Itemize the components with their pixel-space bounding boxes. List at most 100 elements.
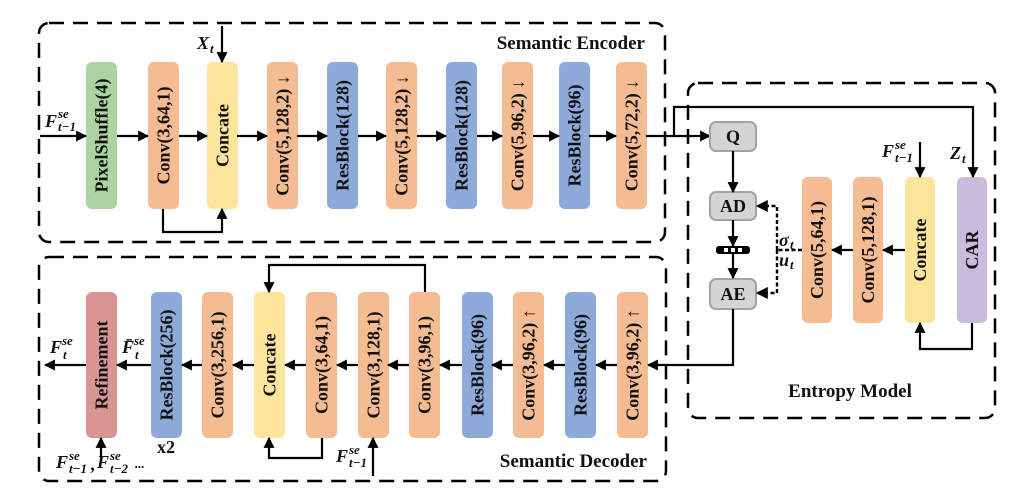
entropy-connections	[646, 142, 974, 371]
encoder-resblock-block: ResBlock(128)	[327, 62, 358, 209]
car-block-shape	[957, 177, 987, 323]
encoder-input-label: F se t−1	[44, 105, 76, 134]
encoder-conv-block: Conv(3,64,1)	[148, 62, 179, 209]
conv-block-shape	[616, 62, 647, 209]
semantic-encoder-title: Semantic Encoder	[497, 33, 646, 54]
semantic-encoder-group	[37, 21, 667, 244]
concat-block-shape	[905, 177, 935, 323]
decoder-conv-block: Conv(3,96,1)	[409, 292, 440, 438]
refinement-block-shape	[86, 292, 117, 438]
decoder-resblock-block: ResBlock(96)	[462, 292, 493, 438]
decoder-connections	[43, 263, 617, 476]
arithmetic-decoder-op: AD	[709, 191, 757, 221]
conv-block-shape	[306, 292, 337, 438]
encoder-conv-block: Conv(5,128,2) ↓	[267, 62, 298, 209]
encoder-skip-connection	[161, 207, 228, 234]
block-label: ResBlock(96)	[468, 314, 489, 416]
quantizer-label: Q	[726, 127, 740, 147]
conv-block-shape	[358, 292, 389, 438]
decoder-skip-top	[263, 263, 427, 294]
quantizer-op: Q	[709, 121, 757, 152]
block-label: CAR	[962, 230, 982, 270]
block-label: ResBlock(96)	[571, 314, 592, 416]
sigma-label: σ t	[779, 230, 794, 252]
resblock-block-shape	[327, 62, 358, 209]
conv-block-shape	[148, 62, 179, 209]
entropy-model-title: Entropy Model	[788, 381, 912, 402]
car-to-concat-arrow	[914, 321, 974, 351]
block-label: Conv(3,128,1)	[364, 311, 385, 418]
decoder-conv-block: Conv(3,96,2) ↑	[617, 292, 648, 438]
semantic-decoder-title: Semantic Decoder	[500, 451, 648, 472]
decoder-concat-block: Concate	[254, 292, 285, 438]
entropy-model-car-block: CAR	[957, 177, 987, 323]
block-label: Concate	[260, 333, 280, 396]
block-label: Conv(5,128,2) ↓	[392, 75, 413, 196]
entropy-model-concat-block: Concate	[905, 177, 935, 323]
refinement-inputs-label: F se t−1 , F se t−2 ...	[55, 447, 145, 477]
block-label: Conv(5,96,2) ↓	[508, 80, 529, 192]
block-label: Conv(5,64,1)	[807, 201, 828, 299]
z-label: Z t	[949, 143, 966, 166]
x-input-label: X t	[196, 33, 214, 56]
decoder-conv-block: Conv(3,64,1)	[306, 292, 337, 438]
decoder-conv-block: Conv(3,256,1)	[202, 292, 233, 438]
bitstream-icon	[716, 246, 750, 254]
concat-block-shape	[207, 62, 238, 209]
decoder-output-label: F se t	[49, 332, 77, 362]
conv-block-shape	[267, 62, 298, 209]
conv-block-shape	[513, 292, 544, 438]
conv-block-shape	[853, 177, 883, 323]
conv-block-shape	[617, 292, 648, 438]
block-label: Concate	[213, 104, 233, 167]
entropy-prev-feature-label: F se t−1	[881, 136, 913, 165]
resblock-block-shape	[151, 292, 182, 438]
block-label: Conv(3,64,1)	[154, 86, 175, 184]
encoder-concat-block: Concate	[207, 62, 238, 209]
latent-to-car-arrow	[672, 105, 979, 179]
params-to-ad-arrow	[755, 200, 779, 250]
encoder-pixelshuffle-block: PixelShuffle(4)	[86, 62, 117, 209]
arithmetic-encoder-op: AE	[709, 278, 757, 310]
block-label: Conv(5,128,1)	[858, 196, 879, 303]
encoder-resblock-block: ResBlock(96)	[559, 62, 590, 209]
encoder-conv-block: Conv(5,96,2) ↓	[502, 62, 533, 209]
entropy-model-conv-block: Conv(5,64,1)	[802, 177, 832, 323]
resblock-block-shape	[462, 292, 493, 438]
block-label: ResBlock(96)	[565, 85, 586, 187]
params-to-ae-arrow	[755, 250, 779, 299]
block-label: ResBlock(128)	[452, 80, 473, 191]
block-label: Conv(3,64,1)	[312, 316, 333, 414]
decoder-conv-block: Conv(3,96,2) ↑	[513, 292, 544, 438]
block-label: Conv(3,96,2) ↑	[519, 309, 540, 421]
entropy-to-decoder-arrow	[646, 309, 735, 371]
encoder-conv-block: Conv(5,128,2) ↓	[386, 62, 417, 209]
encoder-resblock-block: ResBlock(128)	[446, 62, 477, 209]
block-label: ResBlock(128)	[333, 80, 354, 191]
block-label: Concate	[910, 218, 930, 281]
semantic-decoder-group	[37, 255, 668, 483]
encoder-conv-block: Conv(5,72,2) ↓	[616, 62, 647, 209]
conv-block-shape	[409, 292, 440, 438]
conv-block-shape	[202, 292, 233, 438]
encoder-connections	[40, 26, 979, 234]
block-label: ResBlock(256)	[157, 310, 178, 421]
block-label: Conv(3,96,1)	[415, 316, 436, 414]
block-label: Refinement	[92, 321, 112, 410]
decoder-resblock-block: ResBlock(256)	[151, 292, 182, 438]
concat-block-shape	[254, 292, 285, 438]
block-label: Conv(3,256,1)	[208, 311, 229, 418]
block-label: Conv(3,96,2) ↑	[623, 309, 644, 421]
conv-block-shape	[802, 177, 832, 323]
arithmetic-encoder-label: AE	[720, 284, 745, 304]
decoder-conv-block: Conv(3,128,1)	[358, 292, 389, 438]
resblock-block-shape	[559, 62, 590, 209]
pixelshuffle-block-shape	[86, 62, 117, 209]
block-label: Conv(5,72,2) ↓	[622, 80, 643, 192]
entropy-model-conv-block: Conv(5,128,1)	[853, 177, 883, 323]
decoder-refinement-block: Refinement	[86, 292, 117, 438]
resblock-block-shape	[565, 292, 596, 438]
entropy-model-group	[686, 81, 997, 420]
